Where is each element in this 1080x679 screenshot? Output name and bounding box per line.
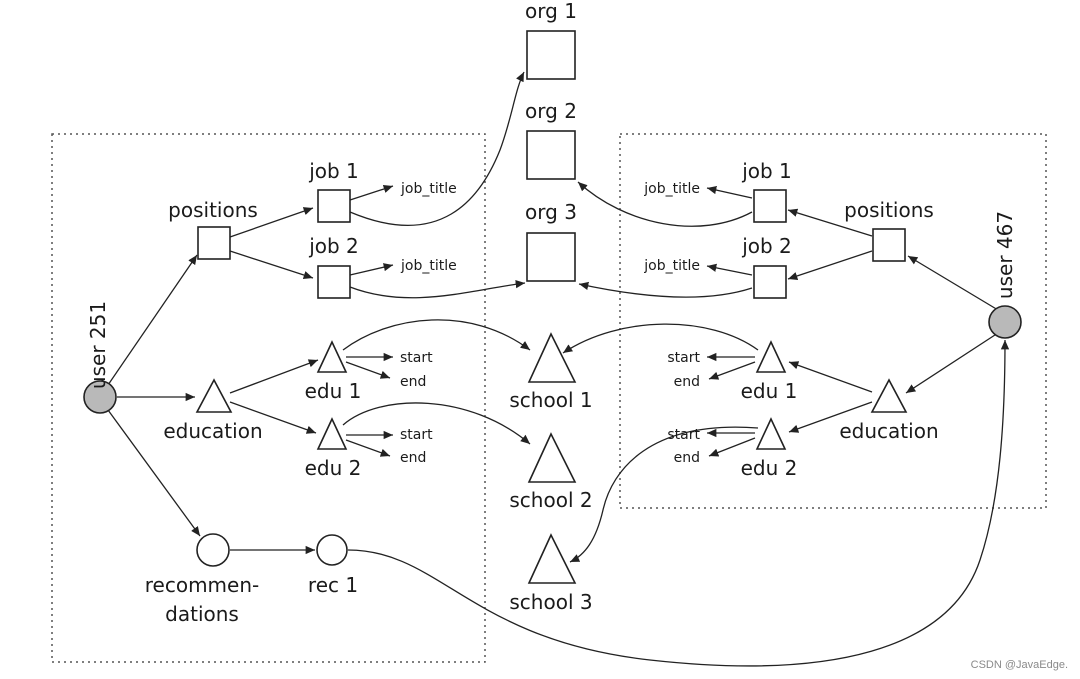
- edge-right-education-edu2: [788, 401, 873, 433]
- left-edu1-label: edu 1: [305, 379, 362, 403]
- right-education-node: [870, 378, 908, 413]
- left-job1-label: job 1: [308, 159, 359, 183]
- right-job2-title-label: job_title: [643, 258, 700, 274]
- left-education-node: [195, 378, 233, 413]
- right-edu1-end-label: end: [674, 374, 700, 390]
- edge-job1-org1: [349, 71, 525, 226]
- left-recommendations-node: [196, 533, 230, 567]
- left-edu2-node: [316, 417, 348, 450]
- user-467-label: user 467: [993, 211, 1017, 299]
- user-251-node: [83, 380, 117, 414]
- left-education-label: education: [163, 419, 262, 443]
- org1-label: org 1: [525, 0, 577, 23]
- edge-positions-job1: [229, 207, 314, 238]
- edge-right-edu2-school3: [569, 426, 759, 563]
- left-edu2-label: edu 2: [305, 456, 362, 480]
- right-edu2-start-label: start: [667, 427, 700, 443]
- edge-right-job1-title: [706, 185, 753, 199]
- left-recommendations-label-line2: dations: [165, 602, 239, 626]
- left-job2-label: job 2: [308, 234, 359, 258]
- watermark: CSDN @JavaEdge.: [971, 659, 1068, 671]
- left-job2-node: [317, 265, 351, 299]
- edge-right-edu1-school1: [562, 323, 759, 354]
- left-positions-label: positions: [168, 198, 258, 222]
- left-positions-node: [197, 226, 231, 260]
- org2-label: org 2: [525, 99, 577, 123]
- school1-label: school 1: [509, 388, 592, 412]
- edge-user251-recommendations: [107, 409, 201, 537]
- user-251-label: user 251: [86, 301, 110, 389]
- school2-node: [527, 432, 577, 483]
- right-education-label: education: [839, 419, 938, 443]
- edge-user251-positions: [107, 254, 198, 386]
- edge-right-edu1-end: [708, 361, 756, 380]
- left-recommendations-label-line1: recommen-: [145, 573, 259, 597]
- edges: [107, 71, 1010, 667]
- right-edu1-start-label: start: [667, 350, 700, 366]
- org1-node: [526, 30, 576, 80]
- edge-education-edu2: [229, 401, 317, 434]
- school2-label: school 2: [509, 488, 592, 512]
- user-251-group-box: [51, 133, 486, 663]
- edge-right-job1-org2: [577, 181, 753, 227]
- right-job1-label: job 1: [741, 159, 792, 183]
- edge-right-education-edu1: [788, 361, 873, 393]
- left-job2-title-label: job_title: [400, 258, 457, 274]
- right-edu2-label: edu 2: [741, 456, 798, 480]
- org2-node: [526, 130, 576, 180]
- right-job2-node: [753, 265, 787, 299]
- org3-node: [526, 232, 576, 282]
- right-job1-node: [753, 189, 787, 223]
- right-edu2-end-label: end: [674, 450, 700, 466]
- right-positions-node: [872, 228, 906, 262]
- right-edu1-node: [755, 340, 787, 373]
- right-positions-label: positions: [844, 198, 934, 222]
- left-edu1-node: [316, 340, 348, 373]
- edge-positions-job2: [229, 250, 314, 280]
- edge-job2-org3: [349, 280, 526, 299]
- edge-edu2-end: [345, 439, 391, 457]
- user-467-node: [988, 305, 1022, 339]
- school3-label: school 3: [509, 590, 592, 614]
- left-job1-node: [317, 189, 351, 223]
- school1-node: [527, 332, 577, 383]
- edge-edu1-end: [345, 361, 391, 379]
- left-rec1-label: rec 1: [308, 573, 358, 597]
- user-467-group-box: [619, 133, 1047, 509]
- edge-right-positions-job2: [787, 250, 873, 280]
- edge-education-edu1: [229, 359, 319, 394]
- right-edu2-node: [755, 417, 787, 450]
- edge-right-job2-title: [706, 263, 753, 276]
- school3-node: [527, 533, 577, 584]
- edge-edu1-school1: [342, 319, 531, 351]
- left-job1-title-label: job_title: [400, 181, 457, 197]
- edge-right-job2-org3: [578, 281, 753, 298]
- edge-right-positions-job1: [787, 208, 873, 237]
- right-job2-label: job 2: [741, 234, 792, 258]
- left-rec1-node: [316, 534, 348, 566]
- edge-user467-positions: [907, 255, 999, 311]
- left-edu2-end-label: end: [400, 450, 426, 466]
- right-edu1-label: edu 1: [741, 379, 798, 403]
- org3-label: org 3: [525, 200, 577, 224]
- edge-rec1-user467: [347, 339, 1010, 667]
- right-job1-title-label: job_title: [643, 181, 700, 197]
- left-edu1-start-label: start: [400, 350, 433, 366]
- left-edu1-end-label: end: [400, 374, 426, 390]
- edge-job1-title: [349, 184, 394, 201]
- left-edu2-start-label: start: [400, 427, 433, 443]
- edge-edu2-school2: [342, 402, 531, 445]
- edge-job2-title: [349, 263, 394, 276]
- edge-right-edu2-end: [708, 437, 756, 457]
- edge-user467-education: [905, 332, 999, 394]
